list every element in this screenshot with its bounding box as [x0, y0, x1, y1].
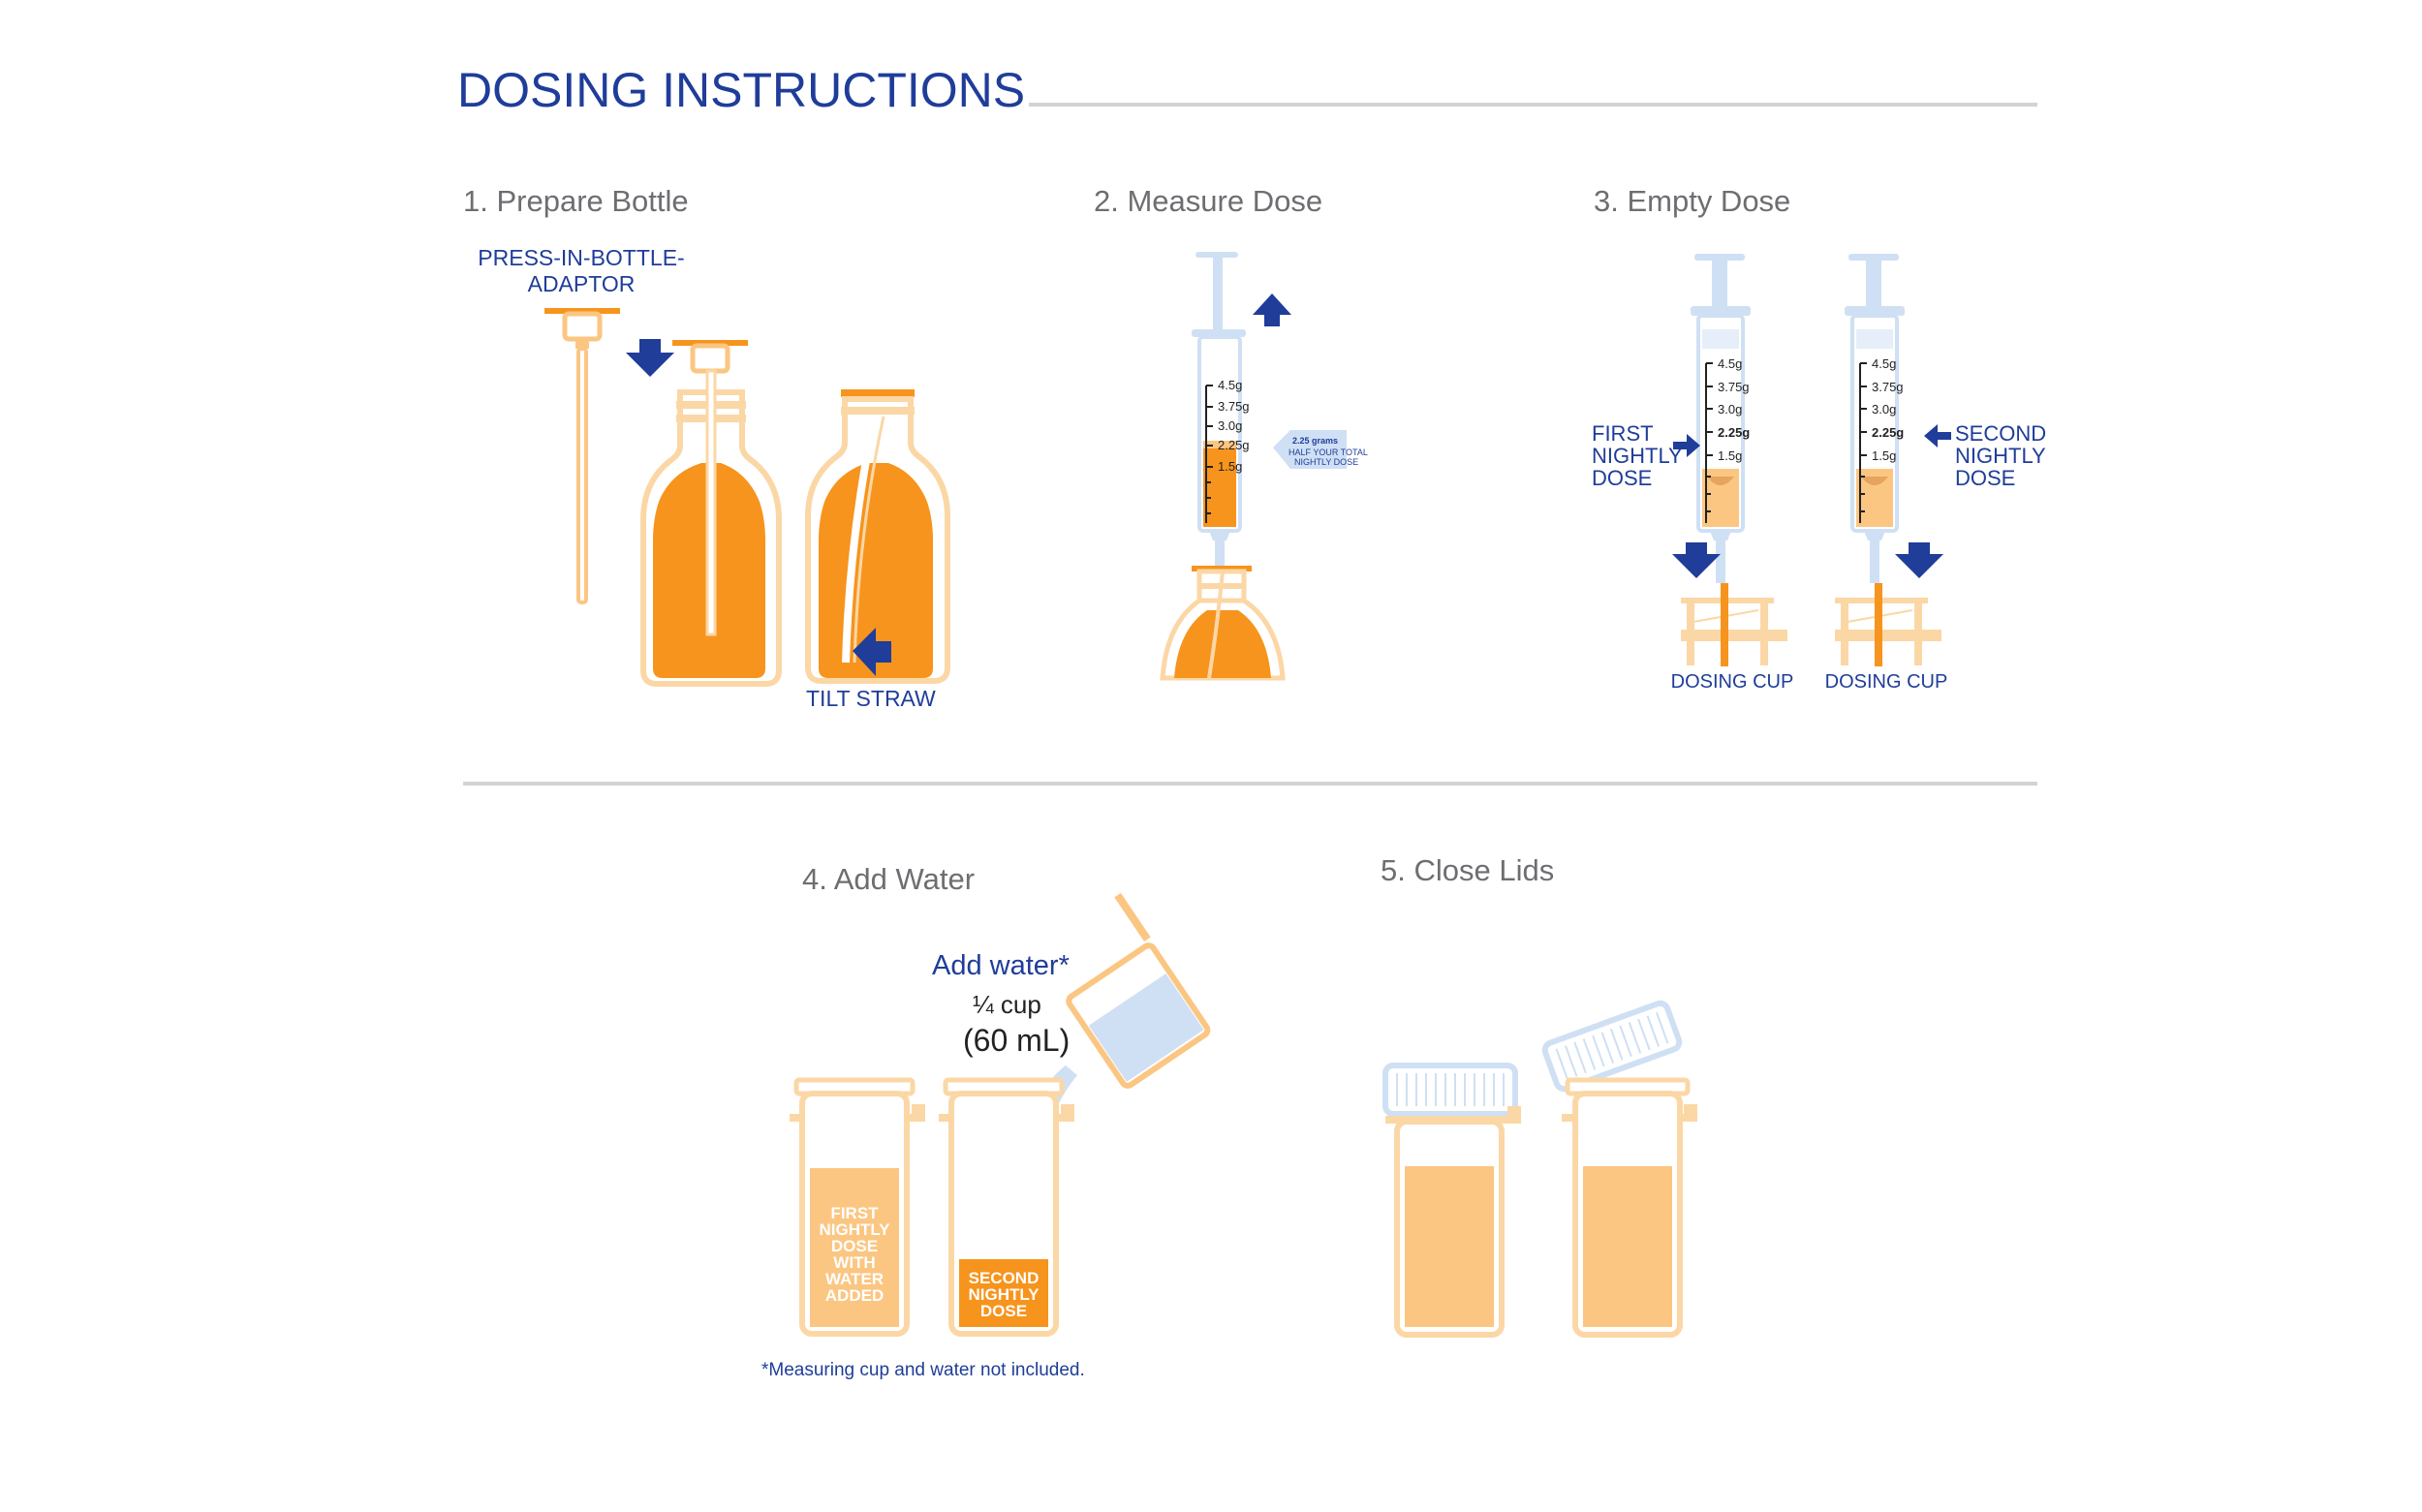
cup1-line-5: WATER — [825, 1270, 884, 1288]
adaptor-label-line-2: ADAPTOR — [528, 271, 636, 296]
cup-first-dose — [790, 1077, 925, 1337]
s3a-grad-225: 2.25g — [1718, 425, 1750, 440]
dosing-cup-2 — [1835, 583, 1941, 666]
bottle-with-adaptor — [640, 340, 782, 687]
add-water-label: Add water* — [932, 950, 1070, 981]
bottle-adaptor — [544, 308, 620, 604]
cup-second-dose — [939, 1077, 1074, 1337]
callout-grams: 2.25 grams — [1292, 436, 1338, 446]
dosing-cup-1 — [1681, 583, 1787, 666]
arrow-right-icon — [1673, 434, 1700, 457]
callout-line-3: NIGHTLY DOSE — [1294, 457, 1358, 467]
s3a-grad-15: 1.5g — [1718, 448, 1742, 463]
s2-grad-45: 4.5g — [1218, 378, 1242, 392]
step-4-add-water: Add water* ¼ cup (60 mL) FIRST NIGHTLY D… — [761, 892, 1211, 1380]
first-dose-line-3: DOSE — [1592, 466, 1652, 490]
arrow-down-icon — [1672, 542, 1721, 578]
syringe-first-dose: 4.5g 3.75g 3.0g 2.25g 1.5g — [1691, 254, 1751, 583]
water-amount-ml: (60 mL) — [963, 1023, 1070, 1058]
second-dose-line-2: NIGHTLY — [1955, 444, 2046, 468]
bottle-top — [1160, 566, 1286, 681]
step-3-empty-dose: 4.5g 3.75g 3.0g 2.25g 1.5g FIRST NIGHTLY… — [1592, 254, 2046, 693]
step-2-label: 2. Measure Dose — [1094, 184, 1322, 218]
s2-grad-225: 2.25g — [1218, 438, 1250, 452]
step-5-close-lids — [1382, 1000, 1697, 1338]
syringe-second-dose: 4.5g 3.75g 3.0g 2.25g 1.5g — [1845, 254, 1905, 583]
s3a-grad-375: 3.75g — [1718, 380, 1750, 394]
measuring-cup — [1066, 892, 1211, 1089]
step-1-prepare-bottle: PRESS-IN-BOTTLE- ADAPTOR — [478, 245, 950, 711]
s3b-grad-375: 3.75g — [1872, 380, 1904, 394]
step-4-label: 4. Add Water — [802, 862, 975, 896]
s2-grad-15: 1.5g — [1218, 459, 1242, 474]
arrow-left-icon — [853, 628, 891, 676]
cup1-line-4: WITH — [833, 1253, 875, 1272]
oral-syringe: 4.5g 3.75g 3.0g 2.25g 1.5g — [1192, 252, 1250, 566]
callout-line-2: HALF YOUR TOTAL — [1289, 447, 1368, 457]
footnote: *Measuring cup and water not included. — [761, 1360, 1085, 1380]
s3b-grad-225: 2.25g — [1872, 425, 1904, 440]
s3b-grad-45: 4.5g — [1872, 356, 1896, 371]
cup2-line-2: NIGHTLY — [968, 1285, 1040, 1304]
arrow-down-icon — [626, 339, 674, 377]
cup1-line-3: DOSE — [831, 1237, 878, 1255]
tilt-straw-label: TILT STRAW — [806, 686, 936, 711]
s2-grad-375: 3.75g — [1218, 399, 1250, 414]
adaptor-label-line-1: PRESS-IN-BOTTLE- — [478, 245, 684, 270]
s3a-grad-30: 3.0g — [1718, 402, 1742, 417]
cup-lid-closing — [1541, 1000, 1697, 1338]
cup2-line-3: DOSE — [980, 1302, 1027, 1320]
s3a-grad-45: 4.5g — [1718, 356, 1742, 371]
arrow-left-icon — [1924, 424, 1951, 447]
cup1-line-6: ADDED — [825, 1286, 884, 1305]
step-3-label: 3. Empty Dose — [1594, 184, 1790, 218]
half-dose-callout: 2.25 grams HALF YOUR TOTAL NIGHTLY DOSE — [1273, 430, 1368, 469]
page-title: DOSING INSTRUCTIONS — [457, 63, 1025, 117]
bottle-tilted-straw — [805, 389, 950, 684]
cup2-line-1: SECOND — [969, 1269, 1040, 1287]
s3b-grad-15: 1.5g — [1872, 448, 1896, 463]
step-5-label: 5. Close Lids — [1381, 853, 1554, 887]
arrow-down-icon — [1895, 542, 1943, 578]
step-1-label: 1. Prepare Bottle — [463, 184, 689, 218]
arrow-up-icon — [1253, 293, 1291, 326]
second-dose-line-3: DOSE — [1955, 466, 2015, 490]
step-2-measure-dose: 4.5g 3.75g 3.0g 2.25g 1.5g 2.25 grams HA… — [1160, 252, 1368, 681]
dosing-cup-label-2: DOSING CUP — [1825, 671, 1948, 693]
s2-grad-30: 3.0g — [1218, 418, 1242, 433]
cup1-line-1: FIRST — [830, 1204, 879, 1222]
first-dose-line-1: FIRST — [1592, 421, 1654, 446]
cup1-line-2: NIGHTLY — [819, 1220, 890, 1239]
cup-closed-lid — [1382, 1063, 1521, 1338]
water-amount-cup: ¼ cup — [973, 990, 1041, 1019]
dosing-cup-label-1: DOSING CUP — [1671, 671, 1794, 693]
second-dose-line-1: SECOND — [1955, 421, 2046, 446]
s3b-grad-30: 3.0g — [1872, 402, 1896, 417]
first-dose-line-2: NIGHTLY — [1592, 444, 1683, 468]
